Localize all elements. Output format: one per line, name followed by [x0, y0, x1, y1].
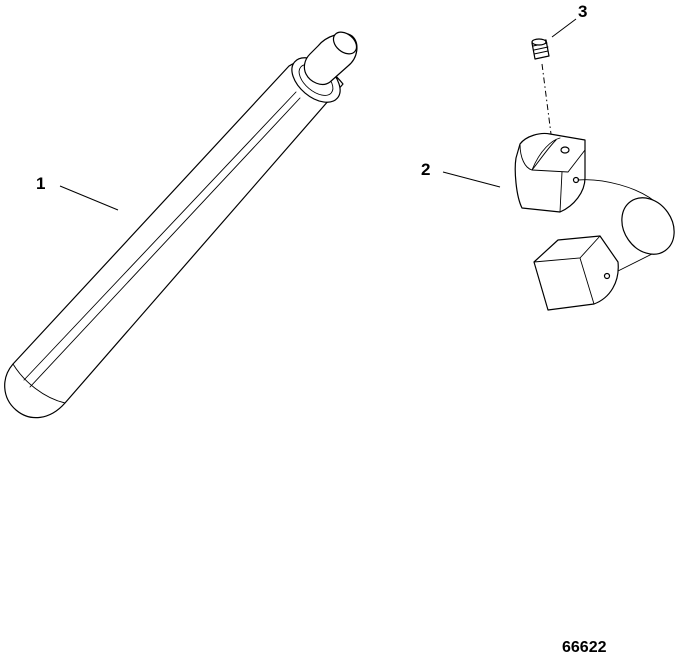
lower-block: [533, 235, 619, 311]
set-screw-head: [531, 38, 547, 46]
upper-block: [514, 132, 586, 213]
screw-thread-2: [533, 46, 549, 51]
upper-block-screw-hole: [560, 146, 570, 154]
rod-body: [4, 61, 344, 419]
set-screw-part: [531, 38, 552, 135]
figure-id: 66622: [562, 639, 607, 656]
lower-block-pin-hole: [603, 272, 611, 280]
rod-part: [4, 31, 358, 419]
rod-pin-tip: [332, 31, 358, 55]
screw-centerline: [541, 63, 552, 135]
callout-3-label: 3: [578, 2, 587, 21]
callout-2-leader: [442, 171, 501, 188]
callout-2-label: 2: [421, 160, 430, 179]
upper-block-saddle-2: [531, 139, 557, 171]
lower-block-front-edge: [579, 257, 595, 305]
rod-highlight: [23, 91, 297, 381]
loop-end-cylinder: [621, 197, 675, 255]
upper-block-top-edge: [531, 149, 586, 173]
upper-block-front-edge: [559, 171, 563, 213]
block-part: [514, 132, 675, 311]
callout-1-leader: [59, 185, 119, 211]
screw-thread-3: [533, 50, 549, 55]
rod-end-cap: [12, 363, 66, 404]
callout-1-label: 1: [36, 174, 45, 193]
rod-highlight-2: [29, 97, 301, 388]
callout-3-leader: [551, 18, 577, 38]
